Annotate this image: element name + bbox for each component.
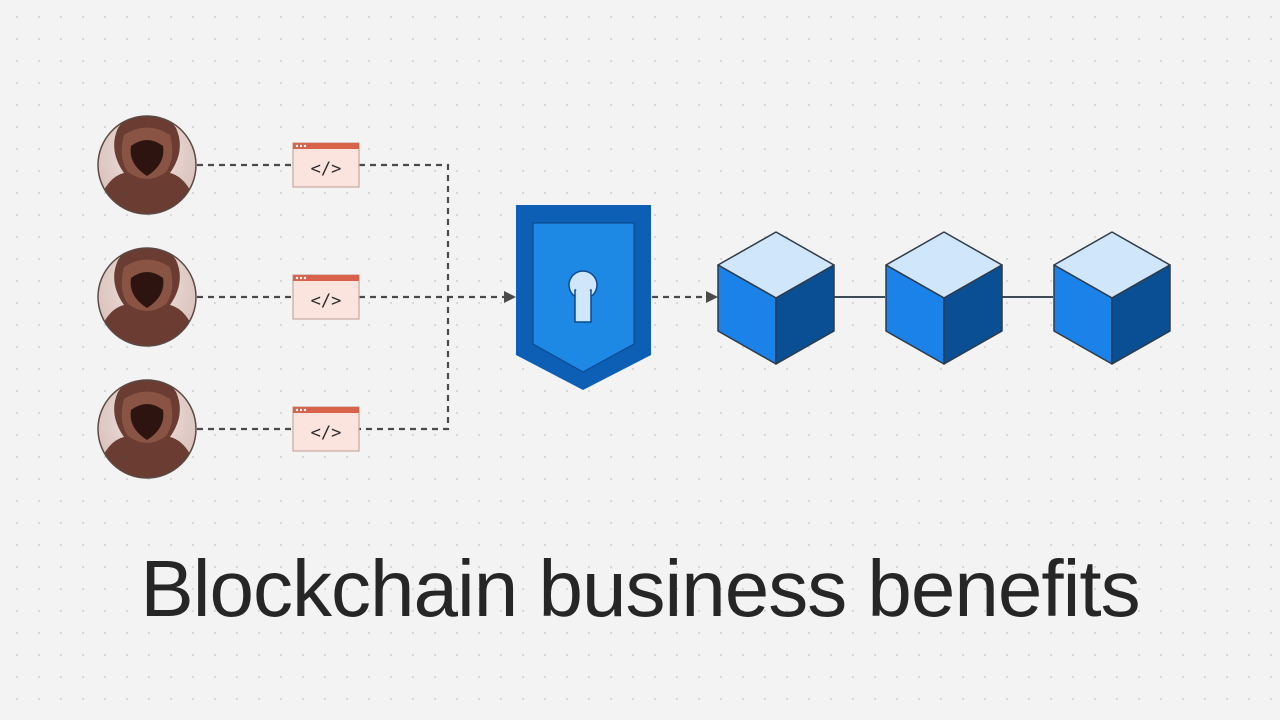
block-cube-icon	[1053, 231, 1171, 365]
hooded-user-icon	[97, 247, 197, 347]
code-window-icon: </>	[292, 274, 360, 320]
block-cube-icon	[717, 231, 835, 365]
block-cube-icon	[885, 231, 1003, 365]
code-window-icon: </>	[292, 406, 360, 452]
code-to-gateway-connectors	[359, 163, 718, 431]
hooded-user-icon	[97, 115, 197, 215]
hooded-user-icon	[97, 379, 197, 479]
user-to-code-connectors	[197, 163, 293, 431]
code-icon-label: </>	[311, 291, 342, 311]
code-icon-label: </>	[311, 423, 342, 443]
page-title: Blockchain business benefits	[140, 544, 1140, 633]
code-icon-label: </>	[311, 159, 342, 179]
keyhole-shield-icon	[516, 205, 651, 390]
code-window-icon: </>	[292, 142, 360, 188]
